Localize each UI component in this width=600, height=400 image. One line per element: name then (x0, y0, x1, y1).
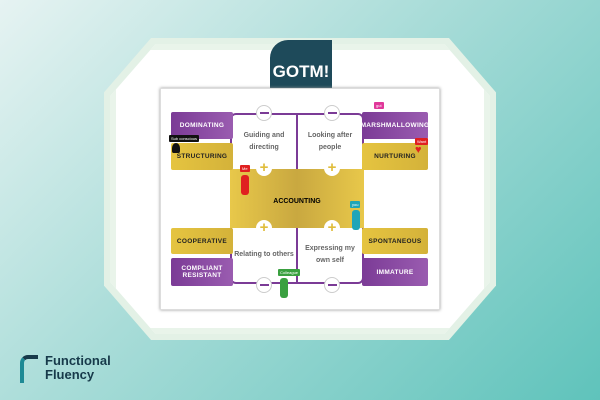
head-icon (172, 143, 180, 153)
person-icon-colleague (280, 278, 288, 298)
quadrant-expressing: Expressing my own self (296, 228, 364, 284)
plus-icon: + (256, 220, 272, 236)
person-icon-you (352, 210, 360, 230)
plus-icon: + (324, 160, 340, 176)
label-cooperative: COOPERATIVE (171, 228, 233, 254)
quadrant-guiding: Guiding and directing (230, 113, 298, 169)
plus-icon: + (256, 160, 272, 176)
gotm-badge: GOTM! (270, 40, 332, 90)
tag-gut: gut (374, 102, 384, 109)
label-dominating: DOMINATING (171, 112, 233, 139)
accounting-area: ACCOUNTING (230, 165, 364, 237)
label-immature: IMMATURE (362, 258, 428, 286)
person-icon-me (241, 175, 249, 195)
minus-icon (256, 277, 272, 293)
label-structuring: STRUCTURING (171, 143, 233, 170)
tag-you: you (350, 201, 361, 208)
plus-icon: + (324, 220, 340, 236)
brand-line1: Functional (45, 353, 111, 368)
label-spontaneous: SPONTANEOUS (362, 228, 428, 254)
quadrant-looking-after: Looking after people (296, 113, 364, 169)
minus-icon (324, 105, 340, 121)
minus-icon (324, 277, 340, 293)
tag-me: Me (240, 165, 250, 172)
brand-logo-text: Functional Fluency (45, 354, 111, 382)
label-nurturing: NURTURING (362, 143, 428, 170)
brand-line2: Fluency (45, 367, 95, 382)
tag-colleague: Colleague (278, 269, 301, 276)
label-marshmallowing: MARSHMALLOWING (361, 112, 429, 139)
functional-fluency-logo-icon (20, 355, 38, 383)
heart-icon: ♥ (415, 144, 422, 156)
tag-subconscious: Sub conscious (169, 135, 200, 142)
tag-want: Want (415, 138, 429, 145)
label-compliant-resistant: COMPLIANT RESISTANT (171, 258, 233, 286)
minus-icon (256, 105, 272, 121)
